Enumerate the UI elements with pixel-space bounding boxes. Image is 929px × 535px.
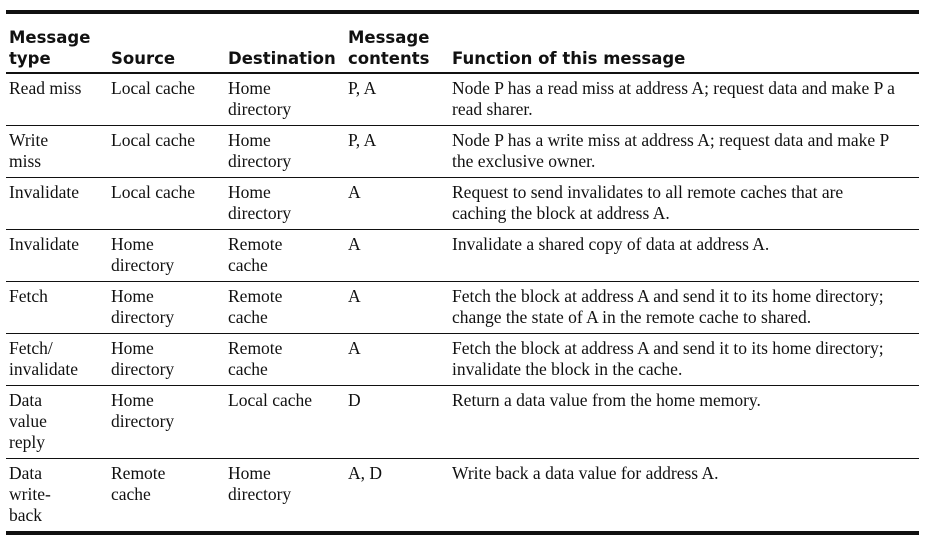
header-message-contents: Message contents <box>348 28 430 68</box>
cell-destination: Remote cache <box>228 286 283 327</box>
cell-source: Remote cache <box>111 463 166 504</box>
cell-source: Local cache <box>111 78 196 98</box>
cell-type: Invalidate <box>9 182 79 202</box>
table-row: Data value reply Home directory Local ca… <box>6 386 919 458</box>
cell-destination: Home directory <box>228 182 292 223</box>
cell-type: Fetch/ invalidate <box>9 338 79 379</box>
cell-function: Invalidate a shared copy of data at addr… <box>452 234 770 254</box>
cell-function: Request to send invalidates to all remot… <box>452 182 844 223</box>
row-divider <box>6 385 919 386</box>
table-row: Write miss Local cache Home directory P,… <box>6 126 919 177</box>
cell-function: Return a data value from the home memory… <box>452 390 761 410</box>
cell-destination: Home directory <box>228 463 292 504</box>
cell-contents: A <box>348 286 361 306</box>
cell-source: Local cache <box>111 182 196 202</box>
cell-contents: D <box>348 390 361 410</box>
cell-function: Fetch the block at address A and send it… <box>452 286 884 327</box>
cell-type: Write miss <box>9 130 49 171</box>
message-table: Message type Source Destination Message … <box>6 10 919 535</box>
cell-type: Invalidate <box>9 234 79 254</box>
cell-type: Data write- back <box>9 463 51 525</box>
row-divider <box>6 125 919 126</box>
header-message-type: Message type <box>9 28 91 68</box>
cell-function: Write back a data value for address A. <box>452 463 719 483</box>
row-divider <box>6 177 919 178</box>
cell-destination: Remote cache <box>228 234 283 275</box>
cell-source: Home directory <box>111 338 175 379</box>
cell-contents: A <box>348 182 361 202</box>
cell-destination: Local cache <box>228 390 313 410</box>
row-divider <box>6 281 919 282</box>
table-bottom-rule <box>6 531 919 535</box>
table-row: Invalidate Home directory Remote cache A… <box>6 230 919 281</box>
cell-type: Read miss <box>9 78 82 98</box>
table-header-row: Message type Source Destination Message … <box>6 14 919 72</box>
cell-contents: P, A <box>348 130 377 150</box>
cell-contents: A <box>348 338 361 358</box>
header-function: Function of this message <box>452 49 686 68</box>
table-row: Fetch/ invalidate Home directory Remote … <box>6 334 919 385</box>
header-destination: Destination <box>228 49 336 68</box>
row-divider <box>6 333 919 334</box>
cell-source: Home directory <box>111 390 175 431</box>
cell-source: Home directory <box>111 234 175 275</box>
cell-contents: P, A <box>348 78 377 98</box>
table-top-rule <box>6 10 919 14</box>
header-source: Source <box>111 49 176 68</box>
row-divider <box>6 229 919 230</box>
cell-source: Home directory <box>111 286 175 327</box>
cell-destination: Home directory <box>228 130 292 171</box>
cell-function: Node P has a write miss at address A; re… <box>452 130 890 171</box>
cell-type: Fetch <box>9 286 48 306</box>
cell-contents: A, D <box>348 463 383 483</box>
cell-type: Data value reply <box>9 390 47 452</box>
row-divider <box>6 458 919 459</box>
cell-function: Fetch the block at address A and send it… <box>452 338 884 379</box>
table-row: Fetch Home directory Remote cache A Fetc… <box>6 282 919 333</box>
table-row: Invalidate Local cache Home directory A … <box>6 178 919 229</box>
cell-function: Node P has a read miss at address A; req… <box>452 78 895 119</box>
table-row: Data write- back Remote cache Home direc… <box>6 459 919 531</box>
cell-source: Local cache <box>111 130 196 150</box>
table-header-rule <box>6 72 919 74</box>
cell-contents: A <box>348 234 361 254</box>
cell-destination: Remote cache <box>228 338 283 379</box>
table-row: Read miss Local cache Home directory P, … <box>6 74 919 125</box>
cell-destination: Home directory <box>228 78 292 119</box>
